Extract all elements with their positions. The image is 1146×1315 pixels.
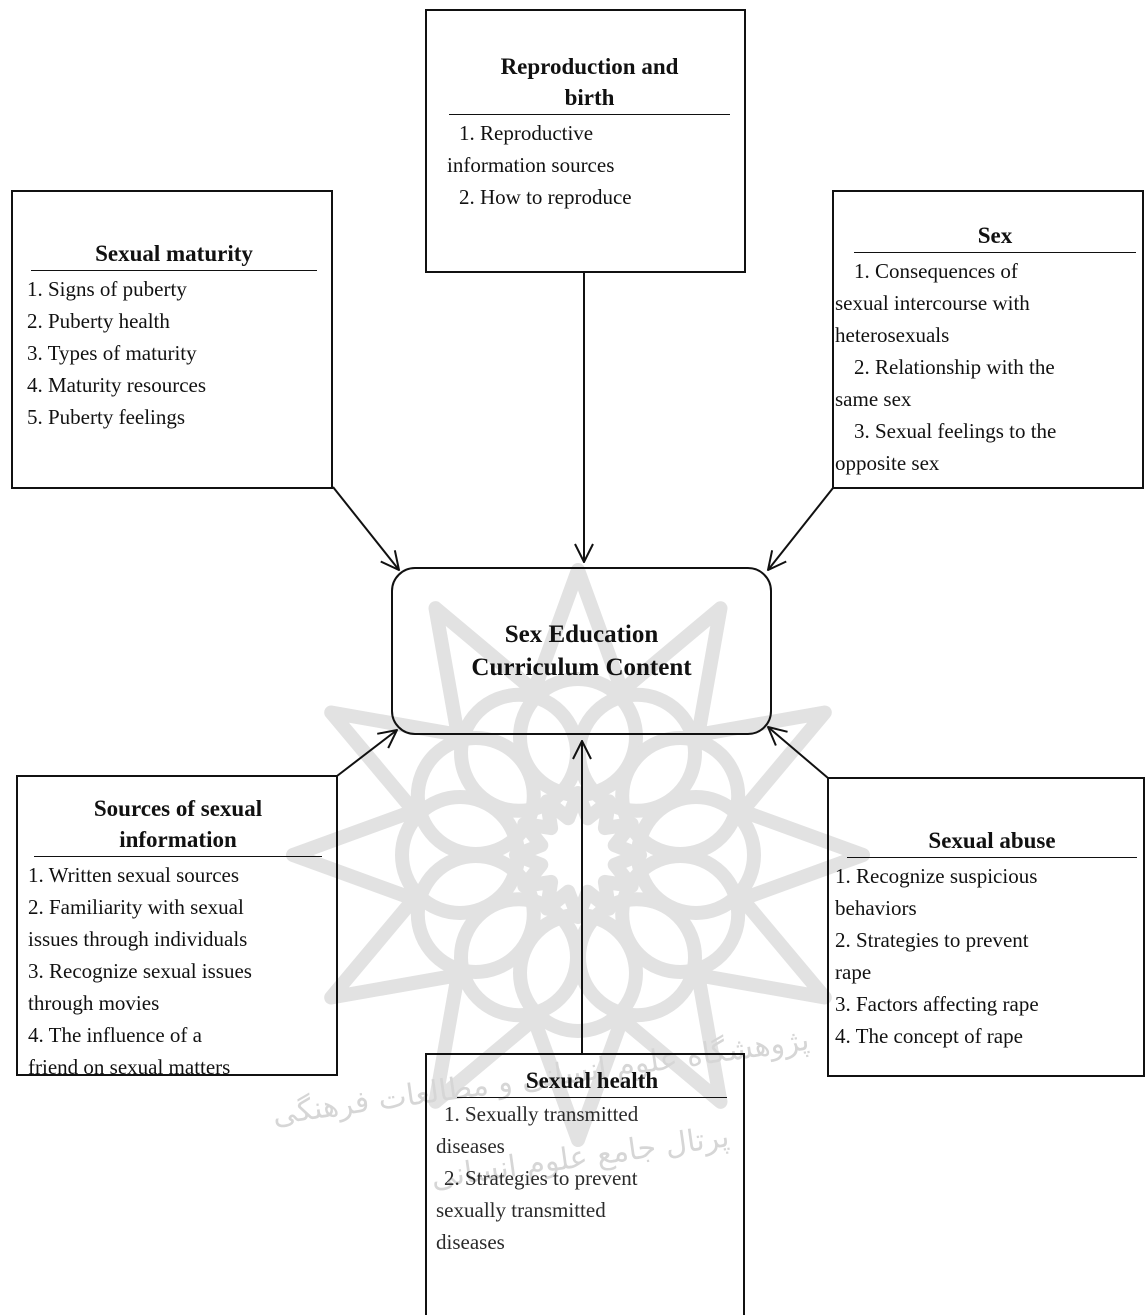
sources-item: 1. Written sexual sources [28, 863, 240, 887]
sources-item: friend on sexual matters [28, 1055, 231, 1079]
sources-item: 3. Recognize sexual issues [28, 959, 252, 983]
reproduction-item-1-cont: information sources [447, 153, 615, 177]
sexual-abuse-item: rape [835, 960, 872, 984]
sources-item: 4. The influence of a [28, 1023, 202, 1047]
sexual-maturity-item: 4. Maturity resources [27, 373, 207, 397]
sexual-health-item-1: 1. Sexually transmitted [444, 1102, 639, 1126]
arrow-sources [336, 730, 397, 777]
sexual-abuse-title: Sexual abuse [847, 825, 1137, 858]
sex-item-3-cont: opposite sex [835, 451, 940, 475]
sexual-health-item-1-cont: diseases [436, 1134, 505, 1158]
sexual-health-item-2-cont: diseases [436, 1230, 505, 1254]
sex-item-2-cont: same sex [835, 387, 912, 411]
sexual-health-item-2: 2. Strategies to prevent [444, 1166, 638, 1190]
sexual-abuse-item: behaviors [835, 896, 917, 920]
center-title-line1: Sex Education [504, 621, 659, 648]
sex-item-3: 3. Sexual feelings to the [854, 419, 1057, 443]
sources-box: Sources of sexual information 1. Written… [16, 775, 338, 1079]
reproduction-item-1: 1. Reproductive [459, 121, 594, 145]
sources-title: Sources of sexual information [34, 793, 322, 857]
watermark-ring-circle [454, 892, 584, 1023]
watermark-ring-circle [410, 731, 541, 861]
sexual-maturity-title: Sexual maturity [31, 238, 317, 271]
sources-item: issues through individuals [28, 927, 248, 951]
arrow-sexual-maturity [332, 486, 399, 570]
sex-item-1-cont: sexual intercourse with [835, 291, 1030, 315]
watermark-inner-star [509, 786, 647, 924]
sex-education-center-box: Sex Education Curriculum Content [391, 567, 772, 735]
sexual-abuse-item: 1. Recognize suspicious [835, 864, 1038, 888]
sex-box: Sex 1. Consequences of sexual intercours… [832, 190, 1144, 489]
sexual-maturity-box: Sexual maturity 1. Signs of puberty 2. P… [11, 190, 333, 489]
arrow-sexual-abuse [768, 727, 829, 779]
sexual-health-box: Sexual health 1. Sexually transmitted di… [425, 1053, 745, 1315]
watermark-ring-circle [615, 731, 746, 861]
sexual-maturity-item: 5. Puberty feelings [27, 405, 186, 429]
sexual-health-title: Sexual health [457, 1065, 727, 1098]
sex-item-1: 1. Consequences of [854, 259, 1018, 283]
sexual-maturity-item: 1. Signs of puberty [27, 277, 187, 301]
sexual-abuse-item: 4. The concept of rape [835, 1024, 1023, 1048]
sexual-maturity-item: 2. Puberty health [27, 309, 170, 333]
sources-item: through movies [28, 991, 160, 1015]
sexual-abuse-box: Sexual abuse 1. Recognize suspicious beh… [827, 777, 1145, 1077]
sexual-health-item-2-cont: sexually transmitted [436, 1198, 606, 1222]
arrow-sex [768, 487, 834, 570]
reproduction-box: Reproduction and birth 1. Reproductive i… [425, 9, 746, 273]
sex-item-2: 2. Relationship with the [854, 355, 1055, 379]
sexual-maturity-item: 3. Types of maturity [27, 341, 197, 365]
sexual-abuse-item: 2. Strategies to prevent [835, 928, 1029, 952]
sex-item-1-cont: heterosexuals [835, 323, 950, 347]
watermark-star [286, 563, 870, 1147]
center-title-line2: Curriculum Content [471, 654, 692, 681]
sources-item: 2. Familiarity with sexual [28, 895, 244, 919]
reproduction-item-2: 2. How to reproduce [459, 185, 632, 209]
reproduction-title: Reproduction and birth [449, 51, 730, 115]
sexual-abuse-item: 3. Factors affecting rape [835, 992, 1039, 1016]
sex-title: Sex [854, 220, 1136, 253]
